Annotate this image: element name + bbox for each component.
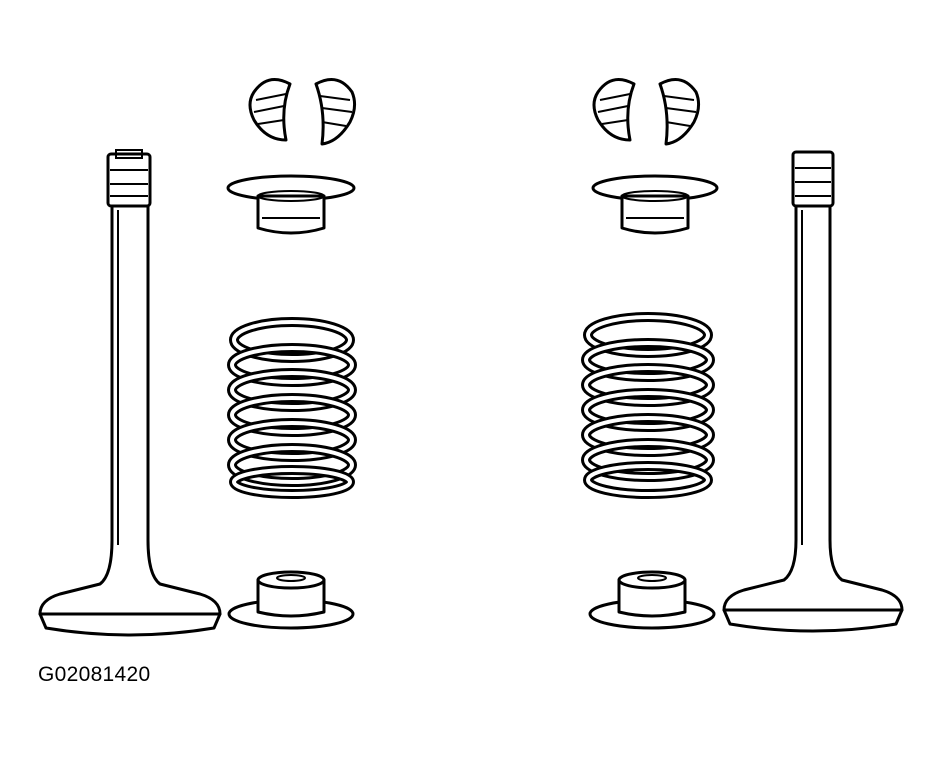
right-spring-seat <box>588 570 716 630</box>
left-valve-spring <box>227 317 357 499</box>
left-valve <box>38 149 222 637</box>
right-spring-retainer <box>591 174 719 235</box>
left-spring-seat <box>227 570 355 630</box>
left-valve-keepers <box>248 78 357 146</box>
right-assembly <box>581 78 904 633</box>
right-valve-spring <box>581 312 715 499</box>
right-valve-keepers <box>592 78 701 146</box>
right-valve <box>722 150 904 633</box>
figure-code: G02081420 <box>38 663 151 686</box>
left-assembly <box>38 78 357 637</box>
left-spring-retainer <box>226 174 356 235</box>
